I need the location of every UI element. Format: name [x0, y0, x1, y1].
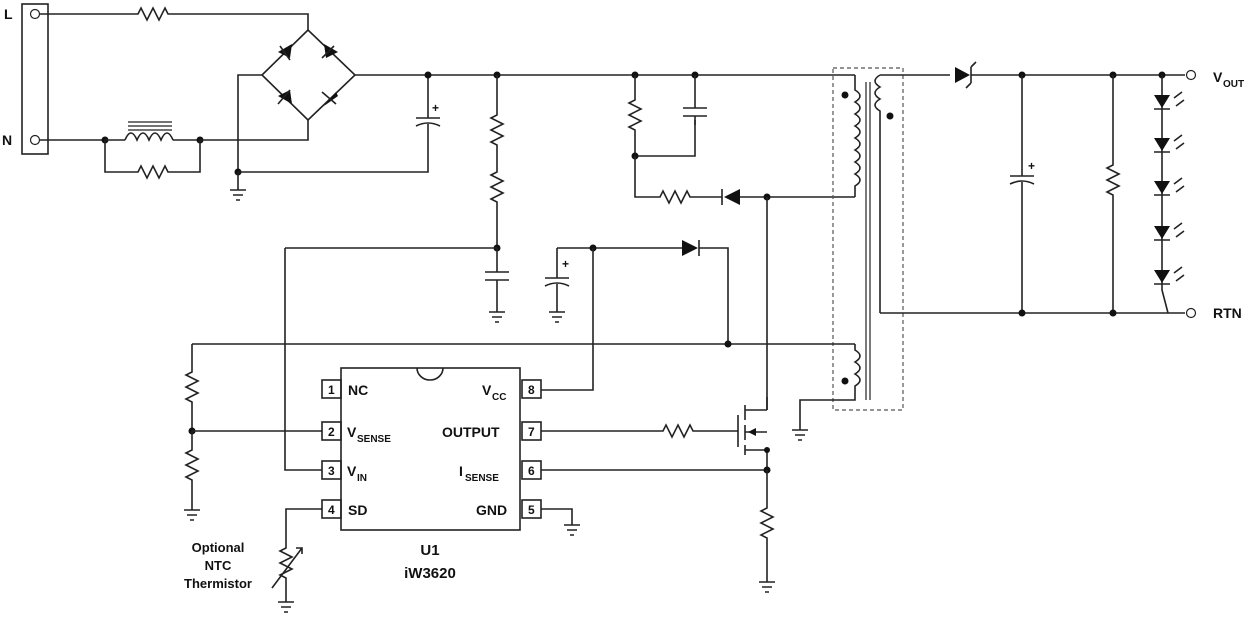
pin-name-gnd: GND: [476, 502, 507, 518]
ntc-label-line3: Thermistor: [184, 576, 252, 591]
snubber: [627, 75, 855, 410]
ic-u1: 1 NC 2 V SENSE 3 V IN 4 SD 8 V CC 7 OUTP…: [321, 367, 542, 582]
pin-num-7: 7: [528, 425, 535, 439]
rtn-label: RTN: [1213, 305, 1242, 321]
pin-sub-vcc: CC: [492, 392, 506, 403]
output-stage: V OUT + RTN: [880, 61, 1244, 321]
pin-name-sd: SD: [348, 502, 367, 518]
vcc-cap-polarity: +: [562, 257, 569, 271]
pin-name-nc: NC: [348, 382, 368, 398]
pin-name-vsense: V: [347, 424, 357, 440]
ntc-label-line1: Optional: [192, 540, 245, 555]
pin-num-5: 5: [528, 503, 535, 517]
pin-name-vin: V: [347, 463, 357, 479]
pin-sub-vsense: SENSE: [357, 434, 391, 445]
input-connector: L N: [2, 3, 49, 155]
ic-ref-label: U1: [420, 542, 439, 559]
output-cap-polarity: +: [1028, 159, 1035, 173]
transformer: [192, 67, 950, 441]
ntc-thermistor: Optional NTC Thermistor: [184, 508, 322, 613]
vout-subscript: OUT: [1223, 79, 1244, 90]
pin-sub-isense: SENSE: [465, 473, 499, 484]
pin-box-8: [521, 379, 542, 399]
vcc-capacitor: +: [541, 240, 729, 391]
pin-num-6: 6: [528, 464, 535, 478]
vout-label: V: [1213, 69, 1223, 85]
vin-divider: [284, 75, 509, 471]
bridge-rectifier: [230, 28, 429, 201]
neutral-input-wire: [40, 120, 309, 180]
line-input-wire: [40, 6, 309, 30]
ic-ground: [541, 508, 580, 536]
pin-box-1: [321, 379, 342, 399]
pin-box-3: [321, 460, 342, 480]
pin-name-output: OUTPUT: [442, 424, 500, 440]
pin-name-isense: I: [459, 463, 463, 479]
terminal-n-label: N: [2, 132, 12, 148]
bulk-capacitor: +: [415, 75, 441, 135]
led-string: [1154, 91, 1185, 285]
terminal-l-label: L: [4, 6, 13, 22]
pin-num-8: 8: [528, 383, 535, 397]
vsense-divider: [184, 344, 322, 521]
ntc-label-line2: NTC: [205, 558, 232, 573]
pin-sub-vin: IN: [357, 473, 367, 484]
bulk-cap-polarity: +: [432, 101, 439, 115]
pin-num-3: 3: [328, 464, 335, 478]
pin-num-1: 1: [328, 383, 335, 397]
pin-name-vcc: V: [482, 382, 492, 398]
pin-num-4: 4: [328, 503, 335, 517]
mosfet-stage: [541, 397, 775, 593]
hv-rail: [355, 71, 855, 79]
ic-part-label: iW3620: [404, 565, 456, 582]
pin-num-2: 2: [328, 425, 335, 439]
